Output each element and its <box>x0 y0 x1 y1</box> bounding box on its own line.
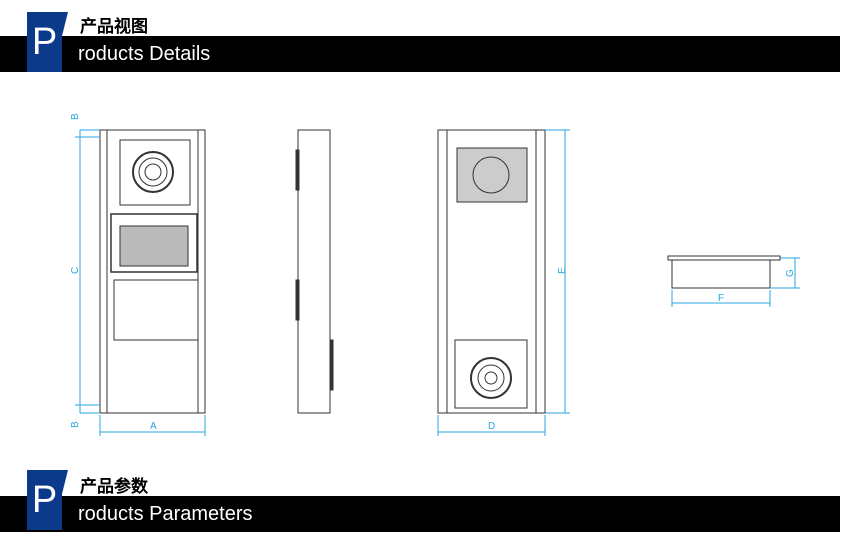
dimension-label-c: C <box>70 267 81 274</box>
section-title-en: roducts Parameters <box>78 503 253 525</box>
front-dimensions <box>75 129 206 436</box>
back-view <box>437 129 546 414</box>
dimension-label-b: B <box>70 421 81 428</box>
section-header-bar <box>0 496 840 532</box>
section-header-bar <box>0 36 840 72</box>
back-dimensions <box>437 129 570 436</box>
section-title-zh: 产品参数 <box>80 477 148 497</box>
dimension-label-f: F <box>718 293 724 304</box>
top-view <box>667 255 781 289</box>
top-dimensions <box>671 257 800 307</box>
front-view <box>99 129 206 414</box>
dimension-label-a: A <box>150 421 157 432</box>
dimension-label-g: G <box>785 269 796 277</box>
section-title-zh: 产品视图 <box>80 17 148 37</box>
dimension-label-e: E <box>557 267 568 274</box>
section-letter-badge: P <box>27 470 68 530</box>
section-letter-badge: P <box>27 12 68 72</box>
dimension-label-b: B <box>70 113 81 120</box>
section-title-en: roducts Details <box>78 43 211 65</box>
side-view <box>295 129 334 414</box>
dimension-label-d: D <box>488 421 495 432</box>
